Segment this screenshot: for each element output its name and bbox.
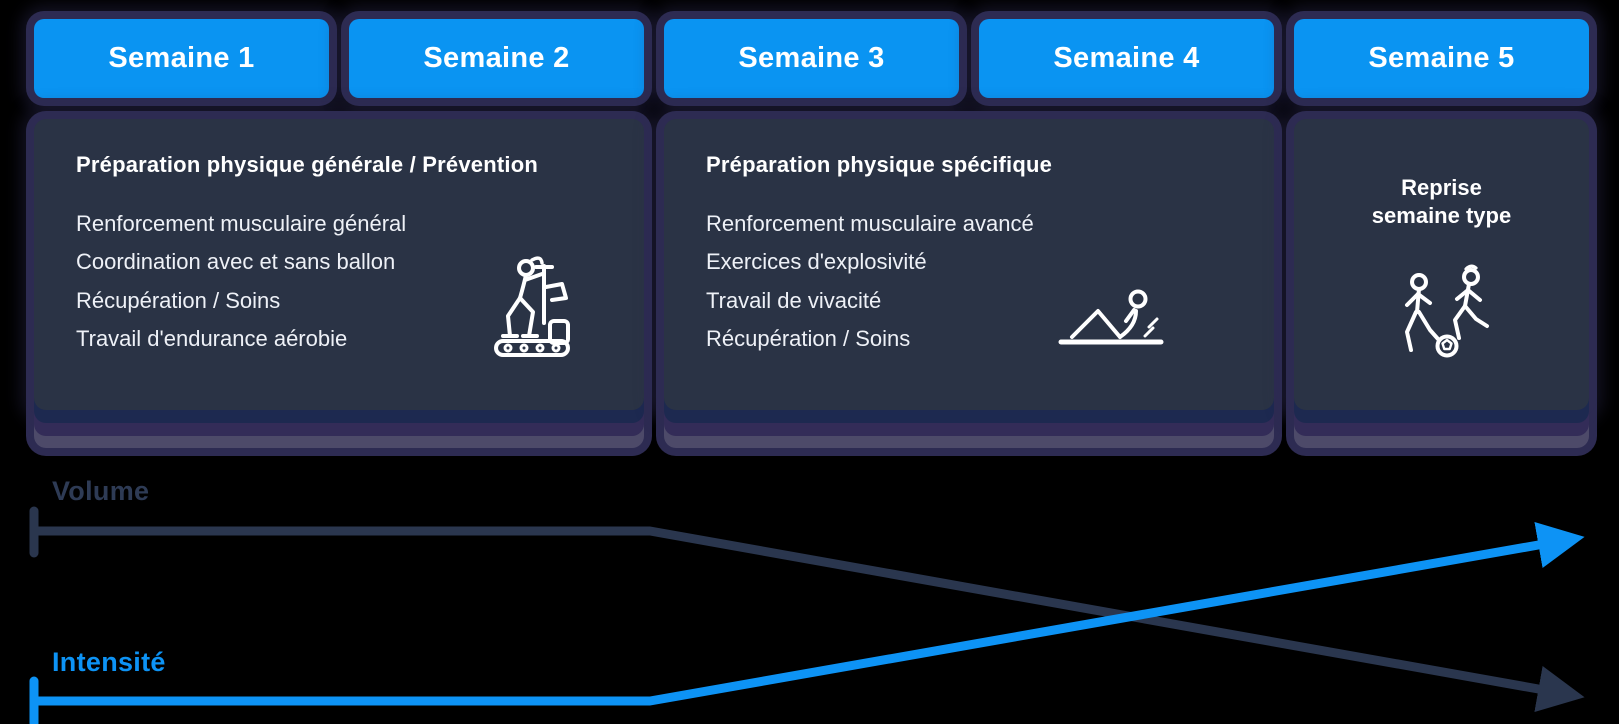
volume-arrow — [29, 506, 1585, 713]
card-title-line-2: semaine type — [1371, 203, 1512, 228]
week-label: Semaine 3 — [738, 42, 885, 74]
card-item-list: Renforcement musculaire avancé Exercices… — [706, 205, 1034, 359]
card-title: Reprise semaine type — [1372, 174, 1511, 230]
card-item: Renforcement musculaire général — [76, 211, 407, 236]
card-item-list: Renforcement musculaire général Coordina… — [76, 205, 406, 359]
elliptical-trainer-icon — [486, 253, 582, 364]
phase-card-specific-preparation: Préparation physique spécifique Renforce… — [664, 119, 1274, 410]
week-header-5: Semaine 5 — [1294, 19, 1589, 98]
card-item: Travail d'endurance aérobie — [76, 326, 348, 352]
week-header-4: Semaine 4 — [979, 19, 1274, 98]
card-item: Travail de vivacité — [706, 287, 882, 313]
card-title: Préparation physique spécifique — [706, 152, 1053, 177]
week-label: Semaine 2 — [423, 42, 570, 74]
card-title-line-1: Reprise — [1401, 175, 1482, 200]
card-item: Récupération / Soins — [76, 287, 281, 313]
intensity-label: Intensité — [52, 647, 166, 677]
week-label: Semaine 5 — [1368, 42, 1515, 74]
week-header-1: Semaine 1 — [34, 19, 329, 98]
phase-card-general-preparation: Préparation physique générale / Préventi… — [34, 119, 644, 410]
card-item: Exercices d'explosivité — [706, 249, 927, 275]
week-label: Semaine 1 — [108, 42, 255, 74]
card-item: Renforcement musculaire avancé — [706, 211, 1034, 236]
week-label: Semaine 4 — [1053, 42, 1200, 74]
card-item: Récupération / Soins — [706, 326, 911, 352]
week-header-3: Semaine 3 — [664, 19, 959, 98]
card-item: Coordination avec et sans ballon — [76, 249, 396, 275]
week-header-2: Semaine 2 — [349, 19, 644, 98]
card-title: Préparation physique générale / Préventi… — [76, 152, 538, 177]
intensity-arrow — [29, 521, 1585, 724]
phase-card-reprise: Reprise semaine type — [1294, 119, 1589, 410]
volume-label: Volume — [52, 476, 150, 506]
situps-icon — [1056, 277, 1166, 352]
soccer-players-icon — [1389, 260, 1495, 369]
